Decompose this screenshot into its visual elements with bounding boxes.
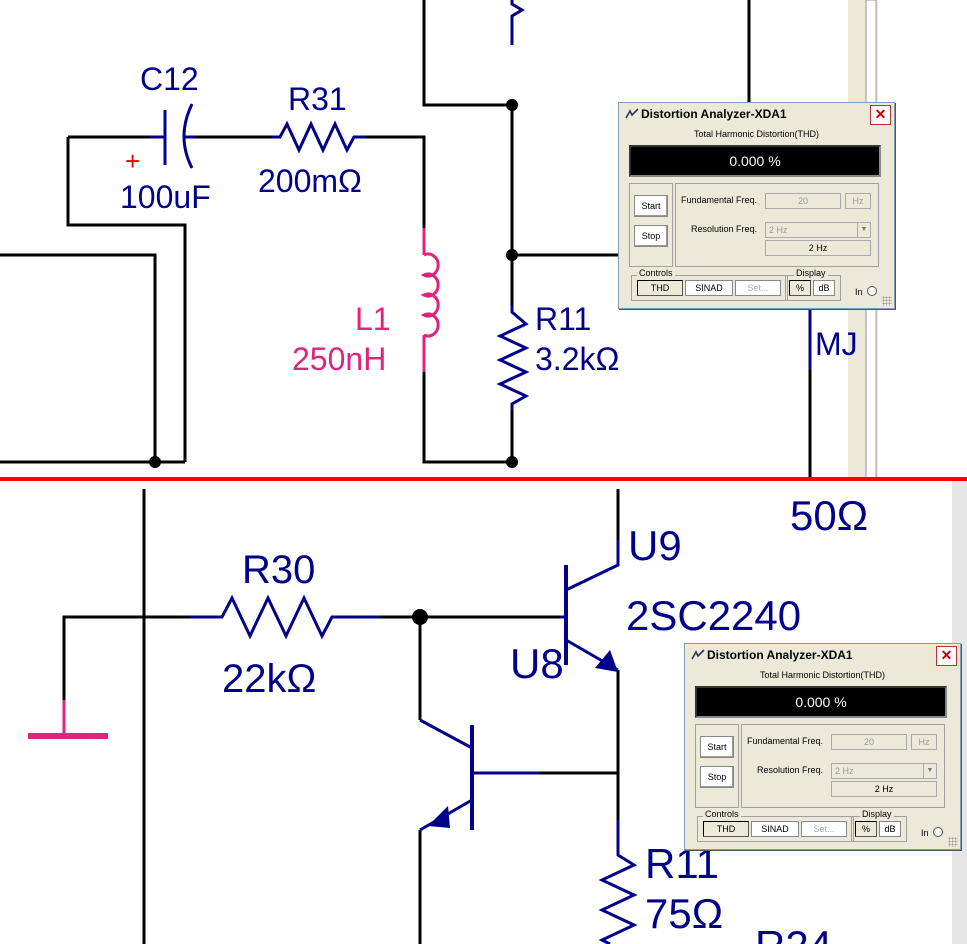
- junction-dot: [412, 609, 428, 625]
- resolution-freq-select[interactable]: 2 Hz ▼: [831, 763, 937, 779]
- junction-dot: [506, 99, 518, 111]
- thd-caption: Total Harmonic Distortion(THD): [693, 129, 820, 139]
- input-terminal-icon[interactable]: [867, 286, 877, 296]
- sinad-mode-button[interactable]: SINAD: [685, 280, 733, 296]
- l1-ref: L1: [355, 301, 391, 337]
- set-button[interactable]: Set...: [735, 280, 781, 296]
- start-button[interactable]: Start: [700, 736, 734, 758]
- resolution-freq-readout: 2 Hz: [831, 781, 937, 797]
- input-terminal-icon[interactable]: [933, 827, 943, 837]
- stop-button[interactable]: Stop: [634, 225, 668, 247]
- thd-reading-display: 0.000 %: [629, 145, 881, 177]
- resize-grip-icon[interactable]: [948, 837, 958, 847]
- distortion-analyzer-window-2[interactable]: Distortion Analyzer-XDA1 ✕ Total Harmoni…: [684, 643, 961, 850]
- thd-mode-button[interactable]: THD: [703, 821, 749, 837]
- r11-top-ref: R11: [535, 301, 591, 337]
- u9-part: 2SC2240: [626, 592, 801, 639]
- junction-dot: [149, 456, 161, 468]
- resolution-freq-selected: 2 Hz: [769, 225, 788, 235]
- percent-display-button[interactable]: %: [789, 280, 811, 296]
- r31-value: 200mΩ: [258, 163, 362, 199]
- r31-resistor[interactable]: R31 200mΩ: [258, 81, 366, 199]
- resolution-freq-selected: 2 Hz: [835, 766, 854, 776]
- sinad-mode-button[interactable]: SINAD: [751, 821, 799, 837]
- thd-caption: Total Harmonic Distortion(THD): [759, 670, 886, 680]
- r30-value: 22kΩ: [222, 657, 316, 701]
- fundamental-freq-unit[interactable]: Hz: [911, 734, 937, 750]
- chevron-down-icon[interactable]: ▼: [923, 764, 936, 778]
- c12-value: 100uF: [120, 179, 211, 215]
- close-button[interactable]: ✕: [936, 646, 957, 666]
- fundamental-freq-label: Fundamental Freq.: [681, 195, 758, 205]
- r11-resistor-top[interactable]: R11 3.2kΩ: [496, 301, 619, 410]
- resolution-freq-label: Resolution Freq.: [691, 224, 758, 234]
- close-button[interactable]: ✕: [870, 105, 891, 125]
- close-icon: ✕: [874, 106, 887, 122]
- partial-resistor-value: 50Ω: [790, 492, 868, 539]
- set-button[interactable]: Set...: [801, 821, 847, 837]
- fundamental-freq-input[interactable]: 20: [765, 193, 841, 209]
- input-terminal-label: In: [921, 828, 929, 838]
- resolution-freq-readout: 2 Hz: [765, 240, 871, 256]
- stop-button[interactable]: Stop: [700, 766, 734, 788]
- c12-ref: C12: [140, 61, 199, 97]
- partial-resistor-ref: R24: [755, 922, 832, 944]
- frequency-settings-group: [675, 183, 879, 267]
- controls-group: [697, 816, 854, 842]
- fundamental-freq-input[interactable]: 20: [831, 734, 907, 750]
- bottom-wires: [62, 489, 620, 944]
- display-group-label: Display: [860, 809, 894, 819]
- c12-capacitor[interactable]: C12 + 100uF: [120, 61, 211, 215]
- r11-top-value: 3.2kΩ: [535, 341, 619, 377]
- db-display-button[interactable]: dB: [879, 821, 901, 837]
- r30-resistor[interactable]: R30 22kΩ: [190, 548, 380, 701]
- u9-transistor[interactable]: U9 2SC2240: [560, 522, 801, 672]
- controls-group: [631, 275, 788, 301]
- r30-ref: R30: [242, 548, 315, 592]
- mj-partial-label: MJ: [815, 326, 858, 362]
- fundamental-freq-label: Fundamental Freq.: [747, 736, 824, 746]
- start-button[interactable]: Start: [634, 195, 668, 217]
- l1-inductor[interactable]: L1 250nH: [292, 228, 440, 377]
- u8-transistor[interactable]: [419, 718, 540, 832]
- title-bar[interactable]: Distortion Analyzer-XDA1 ✕: [685, 644, 960, 666]
- input-terminal-label: In: [855, 287, 863, 297]
- ground-symbol: [28, 700, 108, 739]
- run-buttons-group: [695, 724, 739, 808]
- partial-resistor-top: [510, 0, 525, 45]
- r31-ref: R31: [288, 81, 347, 117]
- title-bar[interactable]: Distortion Analyzer-XDA1 ✕: [619, 103, 894, 125]
- analyzer-app-icon: [691, 649, 705, 660]
- resolution-freq-label: Resolution Freq.: [757, 765, 824, 775]
- thd-reading-display: 0.000 %: [695, 686, 947, 718]
- controls-group-label: Controls: [703, 809, 741, 819]
- percent-display-button[interactable]: %: [855, 821, 877, 837]
- run-buttons-group: [629, 183, 673, 267]
- window-title: Distortion Analyzer-XDA1: [641, 107, 787, 121]
- top-wires: [0, 0, 812, 478]
- window-title: Distortion Analyzer-XDA1: [707, 648, 853, 662]
- r11-bottom-value: 75Ω: [645, 890, 723, 937]
- junction-dot: [506, 456, 518, 468]
- display-group-label: Display: [794, 268, 828, 278]
- thd-mode-button[interactable]: THD: [637, 280, 683, 296]
- resize-grip-icon[interactable]: [882, 296, 892, 306]
- controls-group-label: Controls: [637, 268, 675, 278]
- close-icon: ✕: [940, 647, 953, 663]
- u9-ref: U9: [628, 522, 682, 569]
- distortion-analyzer-window-1[interactable]: Distortion Analyzer-XDA1 ✕ Total Harmoni…: [618, 102, 895, 309]
- db-display-button[interactable]: dB: [813, 280, 835, 296]
- c12-polarity: +: [125, 146, 140, 176]
- l1-value: 250nH: [292, 341, 386, 377]
- fundamental-freq-unit[interactable]: Hz: [845, 193, 871, 209]
- frequency-settings-group: [741, 724, 945, 808]
- chevron-down-icon[interactable]: ▼: [857, 223, 870, 237]
- analyzer-app-icon: [625, 108, 639, 119]
- resolution-freq-select[interactable]: 2 Hz ▼: [765, 222, 871, 238]
- junction-dot: [506, 249, 518, 261]
- u8-ref: U8: [510, 640, 564, 687]
